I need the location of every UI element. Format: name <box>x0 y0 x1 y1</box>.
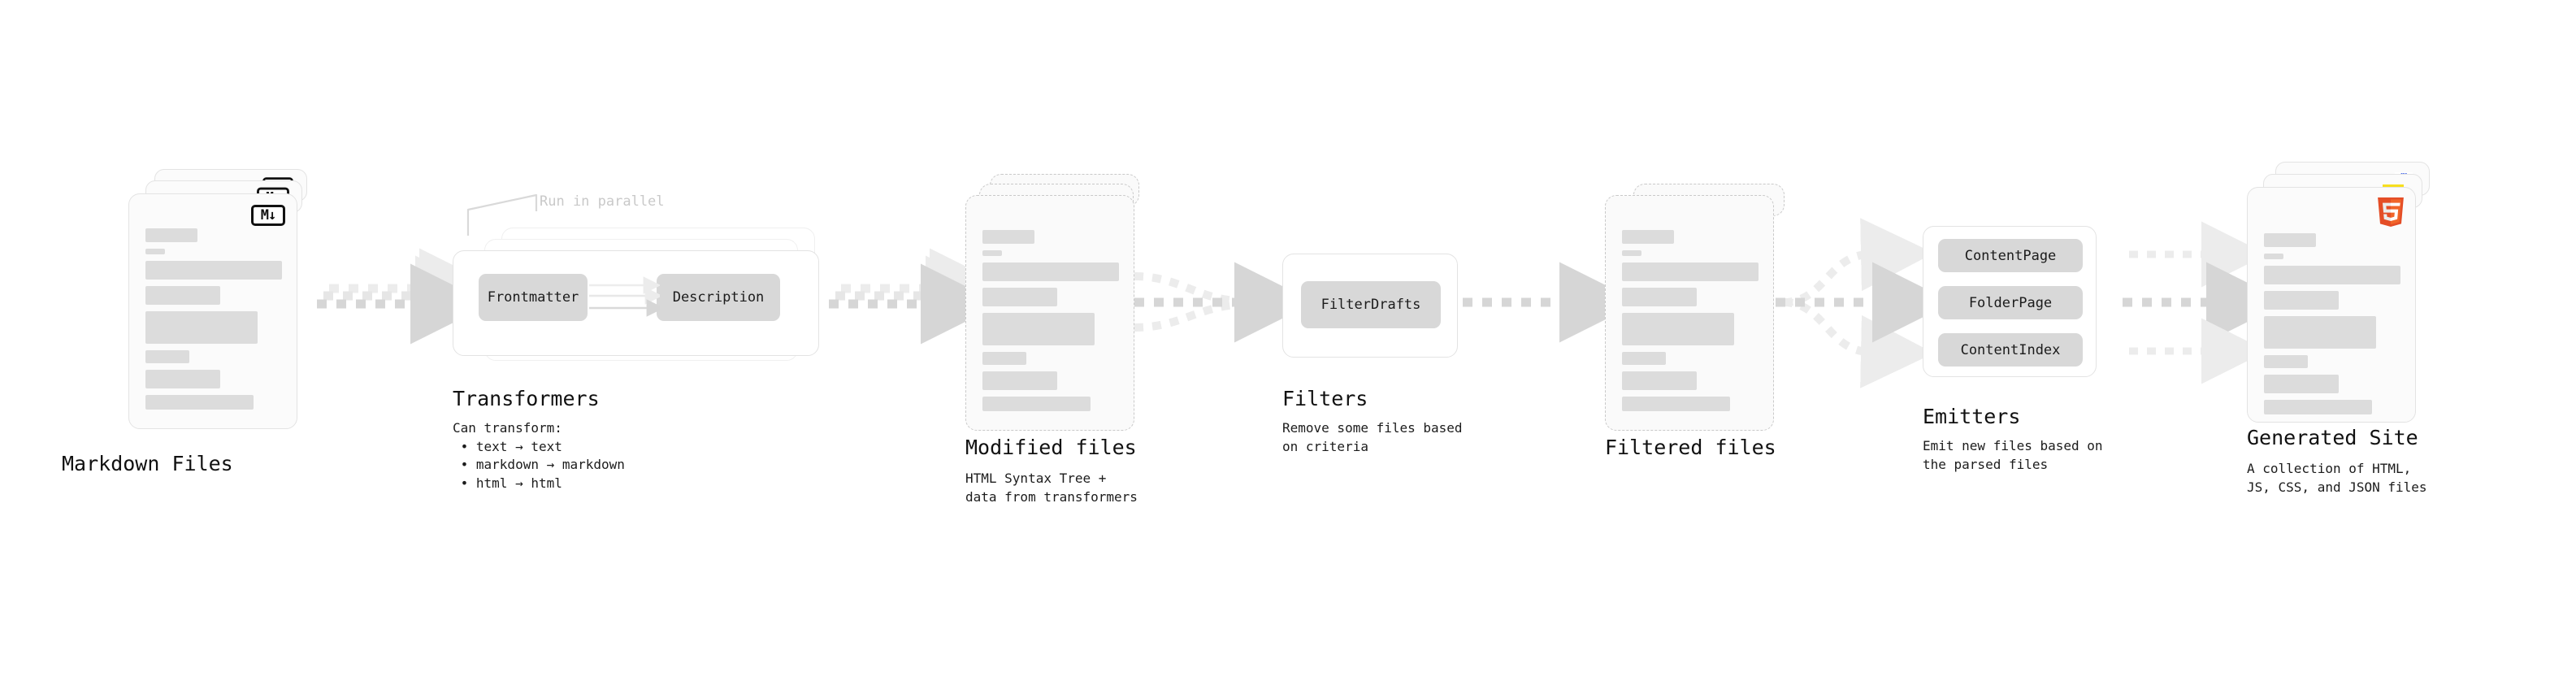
chip-folderpage[interactable]: FolderPage <box>1938 286 2083 319</box>
stage-subtitle-transformers: Can transform: • text → text • markdown … <box>453 420 625 492</box>
skeleton-bars <box>145 222 282 416</box>
inner-arrows <box>589 276 660 317</box>
chip-frontmatter[interactable]: Frontmatter <box>479 274 588 321</box>
chip-description[interactable]: Description <box>657 274 780 321</box>
chip-filterdrafts[interactable]: FilterDrafts <box>1301 281 1441 328</box>
site-card-front <box>2247 187 2416 423</box>
markdown-badge: M↓ <box>251 205 285 226</box>
stage-subtitle-emitters: Emit new files based on the parsed files <box>1923 438 2103 472</box>
filters-box: FilterDrafts <box>1282 254 1458 358</box>
stage-subtitle-modified-files: HTML Syntax Tree + data from transformer… <box>965 471 1138 505</box>
stage-title-generated-site: Generated Site <box>2247 426 2418 449</box>
arrow-modified-to-filters <box>1134 262 1315 343</box>
arrow-emitters-to-site <box>2123 221 2287 384</box>
arrow-filtered-to-emitters <box>1776 218 1953 388</box>
skeleton-bars <box>982 223 1119 418</box>
stage-title-markdown-files: Markdown Files <box>62 452 233 475</box>
html5-icon <box>2376 195 2405 232</box>
stage-title-modified-files: Modified files <box>965 436 1137 459</box>
chip-contentpage[interactable]: ContentPage <box>1938 239 2083 272</box>
skeleton-bars <box>2264 227 2400 421</box>
transformer-box: Frontmatter Description <box>453 250 819 356</box>
stage-title-filters: Filters <box>1282 387 1368 410</box>
stage-subtitle-generated-site: A collection of HTML, JS, CSS, and JSON … <box>2247 461 2427 495</box>
arrow-markdown-to-transformers <box>317 248 500 345</box>
stage-title-filtered-files: Filtered files <box>1605 436 1776 459</box>
stage-subtitle-filters: Remove some files based on criteria <box>1282 420 1463 454</box>
run-in-parallel-label: Run in parallel <box>540 193 665 210</box>
arrow-transformers-to-modified <box>829 248 1010 345</box>
stage-title-emitters: Emitters <box>1923 405 2021 428</box>
chip-contentindex[interactable]: ContentIndex <box>1938 333 2083 367</box>
document-card-front: M↓ <box>128 193 297 429</box>
filtered-card-front <box>1605 195 1774 431</box>
modified-card-front <box>965 195 1134 431</box>
skeleton-bars <box>1622 223 1759 418</box>
stage-title-transformers: Transformers <box>453 387 600 410</box>
emitters-box: ContentPage FolderPage ContentIndex <box>1923 226 2097 377</box>
